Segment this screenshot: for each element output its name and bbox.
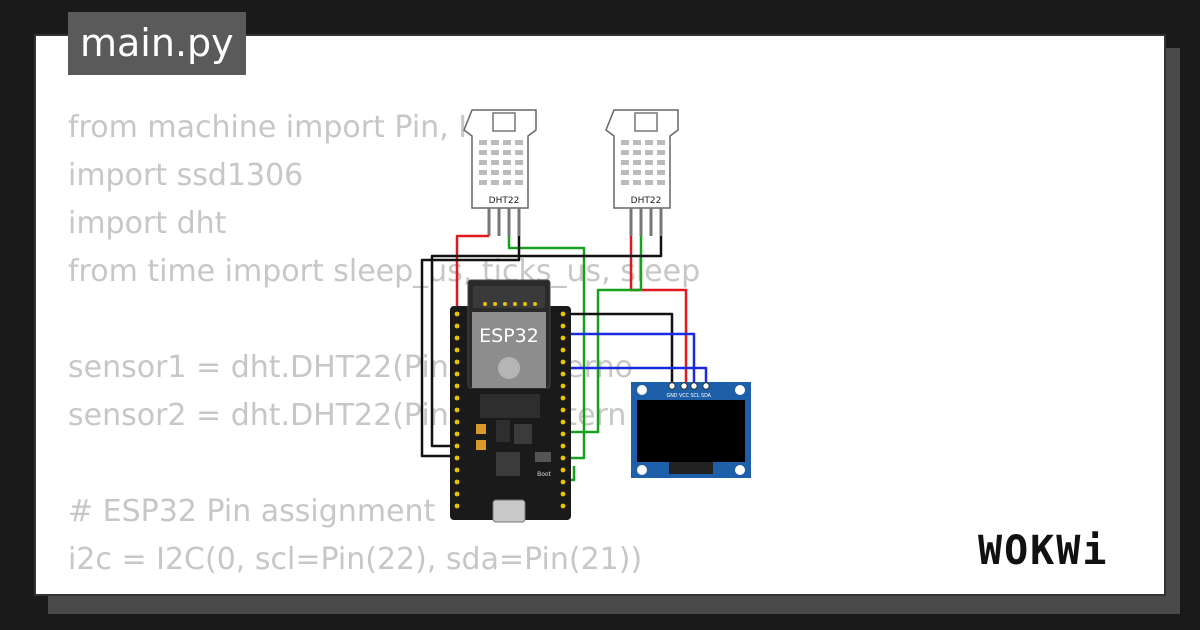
wire-black bbox=[566, 312, 674, 382]
dht22-2-label: DHT22 bbox=[631, 196, 662, 206]
code-line: i2c = I2C(0, scl=Pin(22), sda=Pin(21)) bbox=[68, 542, 643, 577]
wire-red bbox=[455, 234, 489, 314]
dht22-sensor-1[interactable]: DHT22 bbox=[463, 109, 537, 236]
esp32-label: ESP32 bbox=[479, 325, 539, 347]
wire-blue bbox=[566, 366, 708, 382]
esp32-board[interactable]: ESP32 Boot bbox=[450, 279, 571, 523]
code-line: from machine import Pin, I bbox=[68, 110, 468, 145]
wire-green bbox=[507, 236, 586, 460]
oled-pin-vcc: VCC bbox=[679, 393, 690, 399]
wire-red bbox=[629, 236, 688, 382]
file-tab[interactable]: main.py bbox=[68, 12, 246, 75]
dht22-sensor-2[interactable]: DHT22 bbox=[605, 109, 679, 236]
code-line: import ssd1306 bbox=[68, 158, 304, 193]
code-line: # ESP32 Pin assignment bbox=[68, 494, 436, 529]
oled-pin-scl: SCL bbox=[690, 393, 699, 399]
wire-blue bbox=[566, 332, 696, 382]
boot-label: Boot bbox=[537, 471, 551, 478]
wire-black bbox=[430, 236, 663, 448]
wire-green bbox=[558, 236, 643, 434]
dht22-1-label: DHT22 bbox=[489, 196, 520, 206]
oled-pin-gnd: GND bbox=[667, 393, 678, 399]
wire-black bbox=[420, 236, 521, 458]
oled-pin-sda: SDA bbox=[701, 393, 712, 399]
code-line: import dht bbox=[68, 206, 227, 241]
oled-display[interactable]: GND VCC SCL SDA bbox=[631, 382, 751, 478]
wokwi-logo: WOKWi bbox=[978, 528, 1109, 574]
espressif-logo-icon bbox=[498, 357, 520, 379]
usb-port bbox=[492, 499, 526, 523]
wires bbox=[420, 234, 708, 482]
